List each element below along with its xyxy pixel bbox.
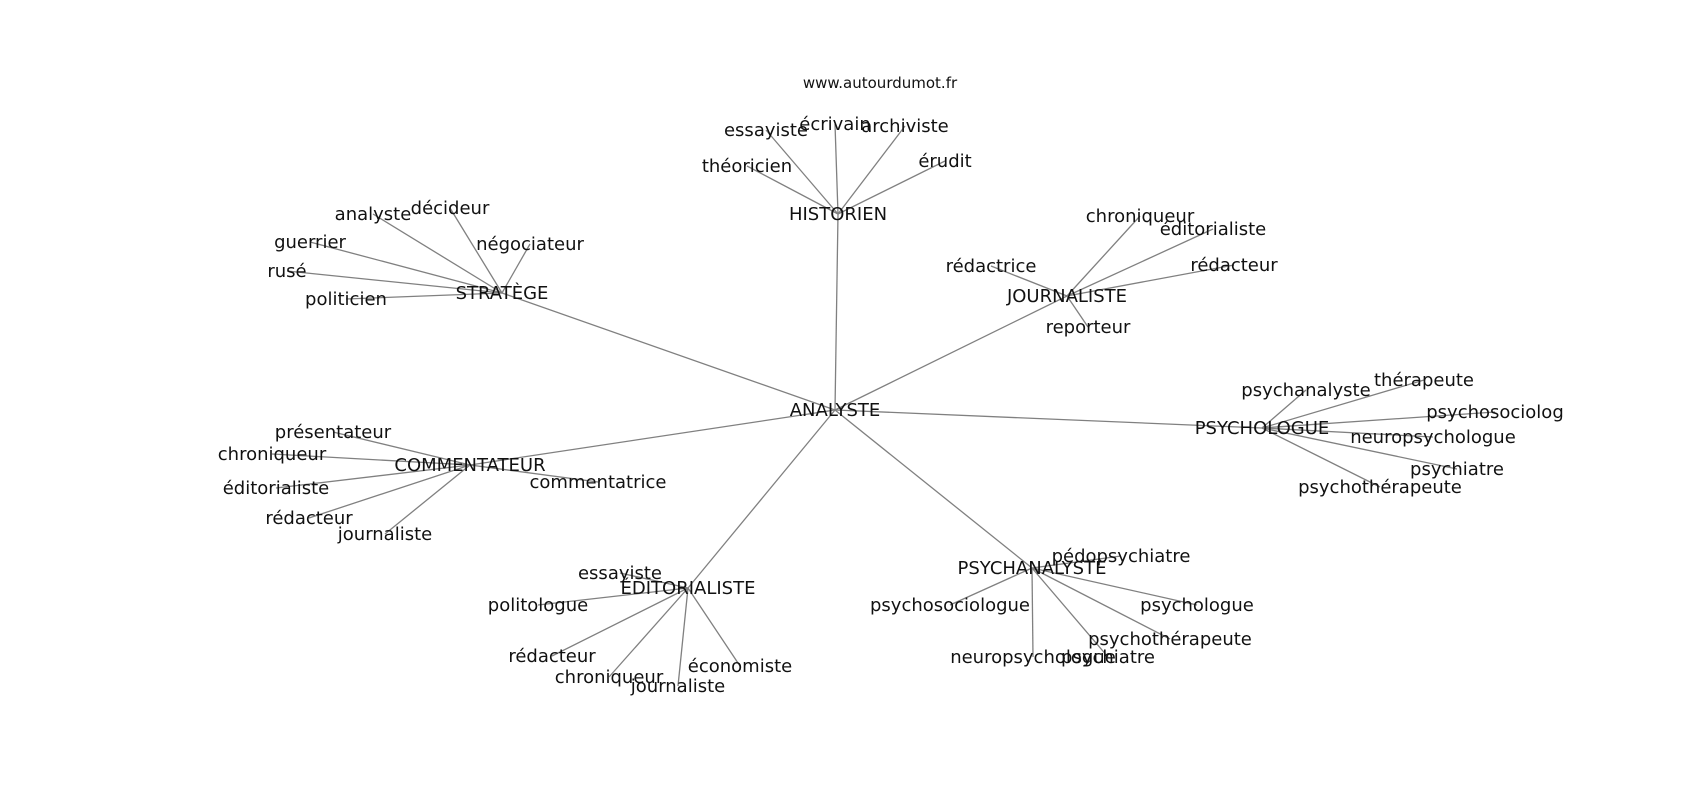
edge-hub-to-leaf xyxy=(332,431,471,466)
leaf-node-label: archiviste xyxy=(861,116,949,137)
leaf-node-label: présentateur xyxy=(275,422,392,443)
edge-hub-to-leaf xyxy=(687,587,741,667)
leaf-node-label: guerrier xyxy=(274,232,346,253)
edge-center-to-hub xyxy=(834,213,839,411)
leaf-node-label: psychologue xyxy=(1140,595,1254,616)
leaf-node-label: décideur xyxy=(411,198,490,219)
edge-hub-to-leaf xyxy=(345,292,503,300)
edge-hub-to-leaf xyxy=(834,123,839,215)
leaf-node-label: négociateur xyxy=(476,234,584,255)
leaf-node-label: neuropsychologue xyxy=(950,647,1116,668)
edge-hub-to-leaf xyxy=(1031,555,1122,569)
edge-hub-to-leaf xyxy=(1261,389,1307,429)
edge-hub-to-leaf xyxy=(308,464,471,519)
leaf-node-label: psychiatre xyxy=(1061,647,1155,668)
leaf-node-label: reporteur xyxy=(1046,317,1131,338)
hub-node-label: ÉDITORIALISTE xyxy=(621,577,756,599)
leaf-node-label: politologue xyxy=(488,595,588,616)
edge-hub-to-leaf xyxy=(469,464,599,483)
hub-node-label: PSYCHANALYSTE xyxy=(958,558,1107,579)
edge-hub-to-leaf xyxy=(1066,215,1141,297)
leaf-node-label: psychosociolog xyxy=(1426,402,1564,423)
edge-center-to-hub xyxy=(834,409,1033,569)
leaf-node-label: pédopsychiatre xyxy=(1052,546,1191,567)
leaf-node-label: essayiste xyxy=(724,120,808,141)
edge-hub-to-leaf xyxy=(449,207,503,294)
edge-hub-to-leaf xyxy=(837,160,946,215)
edge-hub-to-leaf xyxy=(1031,567,1034,658)
leaf-node-label: éditorialiste xyxy=(223,478,330,499)
edge-hub-to-leaf xyxy=(1031,567,1109,658)
edge-hub-to-leaf xyxy=(1261,427,1381,488)
leaf-node-label: politicien xyxy=(305,289,387,310)
edge-hub-to-leaf xyxy=(746,165,839,215)
leaf-node-label: théoricien xyxy=(702,156,792,177)
edge-hub-to-leaf xyxy=(990,265,1068,297)
edge-hub-to-leaf xyxy=(309,241,503,294)
edge-hub-to-leaf xyxy=(537,587,689,606)
leaf-node-label: psychosociologue xyxy=(870,595,1030,616)
edge-hub-to-leaf xyxy=(765,129,839,215)
leaf-node-label: psychothérapeute xyxy=(1088,629,1252,650)
edge-hub-to-leaf xyxy=(1066,295,1089,328)
labels: www.autourdumot.fr ANALYSTE HISTORIEN ess… xyxy=(218,74,1564,697)
leaf-node-label: chroniqueur xyxy=(555,667,664,688)
leaf-node-label: rédacteur xyxy=(508,646,596,667)
edge-hub-to-leaf xyxy=(275,464,471,489)
leaf-node-label: neuropsychologue xyxy=(1350,427,1516,448)
leaf-node-label: écrivain xyxy=(799,114,870,135)
edge-hub-to-leaf xyxy=(384,464,471,535)
edge-hub-to-leaf xyxy=(949,567,1033,606)
leaf-node-label: économiste xyxy=(688,656,792,677)
edge-hub-to-leaf xyxy=(1261,411,1496,429)
edge-hub-to-leaf xyxy=(1066,264,1235,297)
leaf-node-label: journaliste xyxy=(630,676,725,697)
leaf-node-label: rédactrice xyxy=(946,256,1037,277)
edge-hub-to-leaf xyxy=(1066,228,1214,297)
leaf-node-label: chroniqueur xyxy=(1086,206,1195,227)
edge-hub-to-leaf xyxy=(1031,567,1171,640)
leaf-node-label: chroniqueur xyxy=(218,444,327,465)
edge-center-to-hub xyxy=(834,295,1068,411)
leaf-node-label: thérapeute xyxy=(1374,370,1474,391)
hub-node-label: HISTORIEN xyxy=(789,204,887,225)
leaf-node-label: essayiste xyxy=(578,563,662,584)
edge-hub-to-leaf xyxy=(837,125,906,215)
leaf-node-label: éditorialiste xyxy=(1160,219,1267,240)
edge-hub-to-leaf xyxy=(1261,427,1434,438)
edge-hub-to-leaf xyxy=(271,453,471,466)
hub-node-label: COMMENTATEUR xyxy=(394,455,545,476)
watermark-text: www.autourdumot.fr xyxy=(803,74,958,92)
edge-center-to-hub xyxy=(501,292,836,411)
leaf-node-label: érudit xyxy=(918,151,971,172)
edge-hub-to-leaf xyxy=(501,243,531,294)
leaf-node-label: rusé xyxy=(267,261,306,282)
leaf-node-label: psychiatre xyxy=(1410,459,1504,480)
edges xyxy=(271,123,1496,687)
edge-hub-to-leaf xyxy=(1031,567,1198,606)
edge-hub-to-leaf xyxy=(372,213,503,294)
leaf-node-label: psychothérapeute xyxy=(1298,477,1462,498)
edge-hub-to-leaf xyxy=(551,587,689,657)
edge-center-to-hub xyxy=(469,409,836,466)
hub-node-label: PSYCHOLOGUE xyxy=(1195,418,1330,439)
edge-hub-to-leaf xyxy=(619,572,689,589)
center-node-label: ANALYSTE xyxy=(790,400,881,421)
edge-center-to-hub xyxy=(687,409,836,589)
hub-node-label: JOURNALISTE xyxy=(1006,286,1127,307)
leaf-node-label: commentatrice xyxy=(530,472,667,493)
edge-hub-to-leaf xyxy=(608,587,689,678)
leaf-node-label: rédacteur xyxy=(1190,255,1278,276)
leaf-node-label: analyste xyxy=(335,204,412,225)
edge-hub-to-leaf xyxy=(677,587,689,687)
edge-hub-to-leaf xyxy=(286,270,503,294)
edge-center-to-hub xyxy=(834,409,1263,429)
leaf-node-label: journaliste xyxy=(337,524,432,545)
leaf-node-label: rédacteur xyxy=(265,508,353,529)
edge-hub-to-leaf xyxy=(1261,427,1458,470)
edge-hub-to-leaf xyxy=(1261,379,1425,429)
hub-node-label: STRATÈGE xyxy=(456,282,549,304)
leaf-node-label: psychanalyste xyxy=(1241,380,1370,401)
